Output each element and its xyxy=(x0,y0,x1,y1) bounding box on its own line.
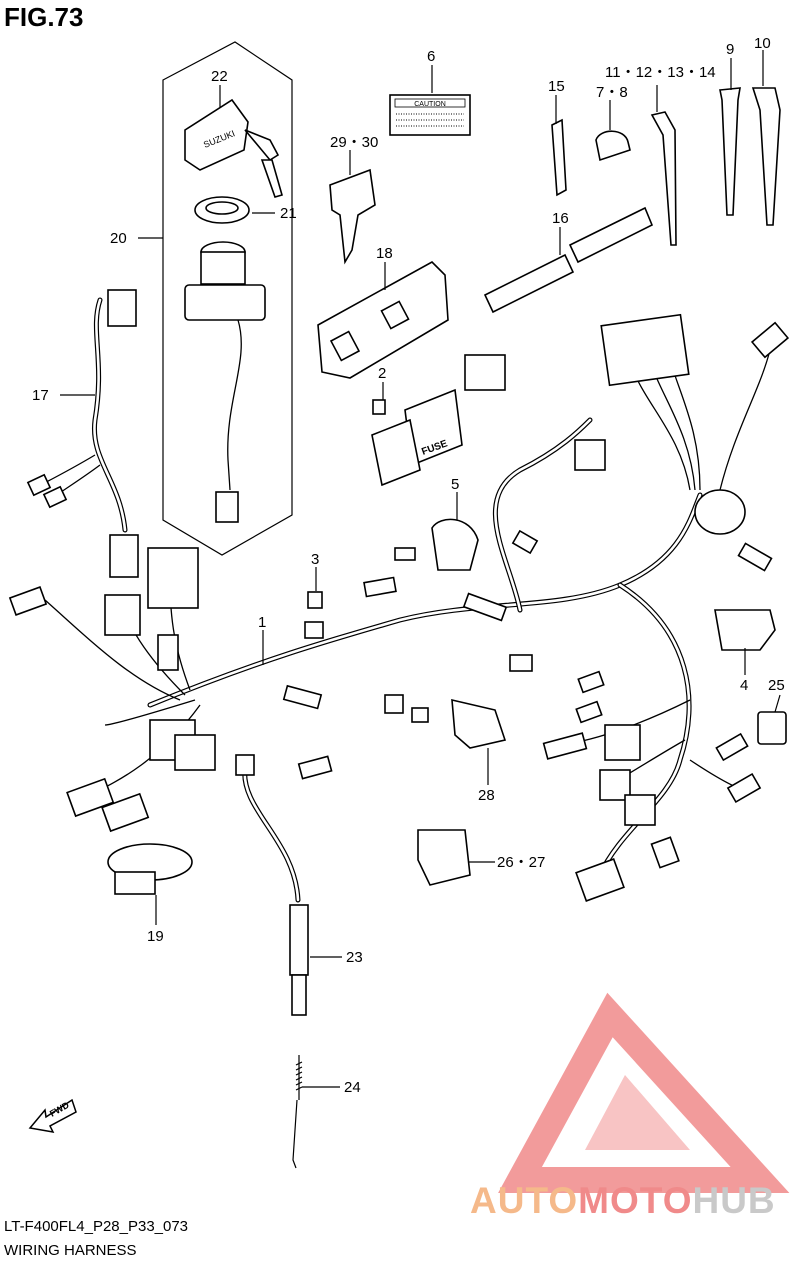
ignition-switch-group: SUZUKI xyxy=(162,41,293,556)
callout-20: 20 xyxy=(110,230,127,247)
callout-18: 18 xyxy=(376,245,393,262)
forward-arrow-icon: FWD xyxy=(28,1098,77,1133)
key-blank xyxy=(329,168,376,265)
callout-15: 15 xyxy=(548,78,565,95)
sub-harness-17 xyxy=(26,289,139,578)
cover-4 xyxy=(714,609,776,651)
callout-labels: 22 21 20 17 6 29・30 18 15 7・8 11・12・13・1… xyxy=(32,35,785,1096)
fuse-box: FUSE xyxy=(371,388,463,487)
relay-26-27 xyxy=(417,829,471,886)
callout-17: 17 xyxy=(32,387,49,404)
callout-5: 5 xyxy=(451,476,459,493)
watermark-text: AUTOMOTOHUB xyxy=(470,1180,776,1222)
callout-16: 16 xyxy=(552,210,569,227)
figure-title: FIG.73 xyxy=(4,2,84,32)
watermark-part-b: MOTO xyxy=(578,1180,693,1221)
callout-4: 4 xyxy=(740,677,748,694)
callout-1: 1 xyxy=(258,614,266,631)
callout-3: 3 xyxy=(311,551,319,568)
cable-tie-9 xyxy=(719,87,741,216)
cable-tie-11-14 xyxy=(650,111,677,246)
callout-28: 28 xyxy=(478,787,495,804)
main-harness xyxy=(8,313,790,902)
clamp-7-8 xyxy=(595,130,631,162)
watermark-part-a: AUTO xyxy=(470,1180,579,1221)
caution-label: CAUTION xyxy=(389,94,471,136)
figure-name: WIRING HARNESS xyxy=(4,1242,137,1259)
callout-29-30: 29・30 xyxy=(330,134,378,151)
callout-19: 19 xyxy=(147,928,164,945)
callout-2: 2 xyxy=(378,365,386,382)
callout-9: 9 xyxy=(726,41,734,58)
callout-25: 25 xyxy=(768,677,785,694)
callout-21: 21 xyxy=(280,205,297,222)
callout-10: 10 xyxy=(754,35,771,52)
callout-11-14: 11・12・13・14 xyxy=(605,64,716,81)
callout-23: 23 xyxy=(346,949,363,966)
leader-lines xyxy=(60,50,781,1088)
watermark-logo xyxy=(498,992,790,1193)
switch-19 xyxy=(107,843,193,895)
bracket-18 xyxy=(317,261,449,379)
callout-24: 24 xyxy=(344,1079,361,1096)
callout-6: 6 xyxy=(427,48,435,65)
relay-25 xyxy=(757,711,787,745)
callout-26-27: 26・27 xyxy=(497,854,545,871)
callout-22: 22 xyxy=(211,68,228,85)
caution-text: CAUTION xyxy=(414,101,446,108)
sensor-23 xyxy=(235,754,309,1016)
bracket-28 xyxy=(451,698,507,749)
spring-24 xyxy=(292,1055,303,1169)
protector-tube-16 xyxy=(483,206,654,314)
watermark-part-c: HUB xyxy=(692,1180,776,1221)
cable-tie-10 xyxy=(751,87,781,226)
clamp-15 xyxy=(551,118,567,197)
callout-7-8: 7・8 xyxy=(596,84,628,101)
cover-5 xyxy=(431,518,479,571)
figure-code: LT-F400FL4_P28_P33_073 xyxy=(4,1218,189,1235)
